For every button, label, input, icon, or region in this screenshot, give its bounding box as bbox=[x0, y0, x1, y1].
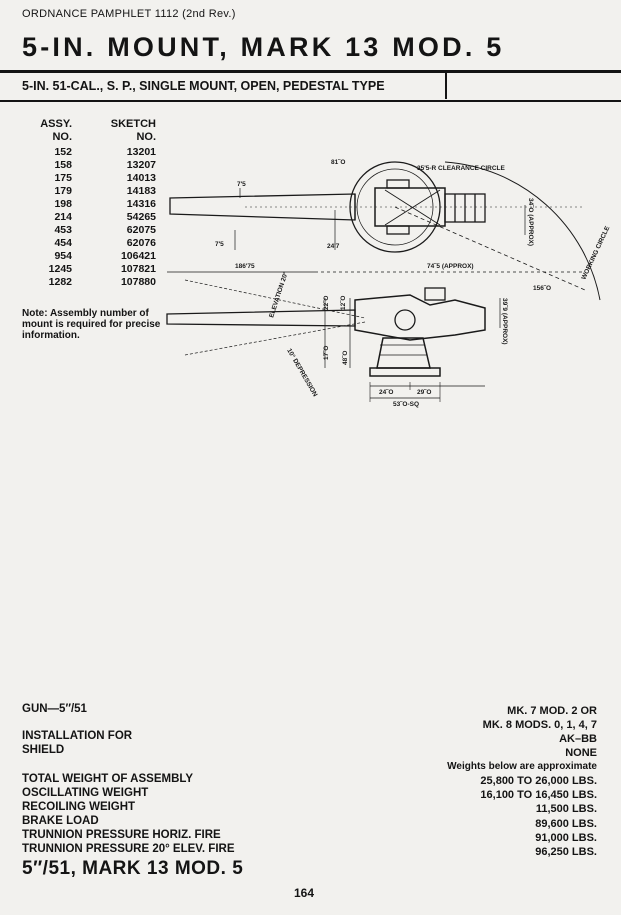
subtitle-rule bbox=[0, 100, 621, 102]
gun-value-2: MK. 8 MODS. 0, 1, 4, 7 bbox=[482, 719, 597, 731]
sketch-number: 54265 bbox=[126, 211, 156, 223]
label-working-circle: WORKING CIRCLE bbox=[580, 225, 610, 281]
weight-value: 11,500 LBS. bbox=[535, 803, 597, 815]
sketch-number: 13201 bbox=[126, 146, 156, 158]
table-row: 453 62075 bbox=[22, 224, 156, 237]
label-186: 186'75 bbox=[235, 263, 255, 270]
sketch-number: 107880 bbox=[120, 276, 156, 288]
weights-note: Weights below are approximate bbox=[447, 761, 597, 772]
label-39: 39˝9 (APPROX) bbox=[501, 298, 508, 345]
label-156: 156˝O bbox=[533, 285, 551, 292]
assy-number: 1282 bbox=[48, 276, 72, 288]
weight-label: TRUNNION PRESSURE 20° ELEV. FIRE bbox=[22, 843, 235, 855]
label-29: 29˝O bbox=[417, 389, 431, 396]
label-circle-81: 81˝O bbox=[331, 159, 345, 166]
weight-value: 91,000 LBS. bbox=[535, 832, 597, 844]
table-row: 175 14013 bbox=[22, 172, 156, 185]
sketch-header: SKETCH bbox=[110, 118, 156, 130]
sketch-number: 106421 bbox=[120, 250, 156, 262]
clearance-circle-arc bbox=[444, 161, 601, 301]
barrel-side-view bbox=[166, 309, 356, 327]
sketch-number: 14316 bbox=[126, 198, 156, 210]
pamphlet-reference: ORDNANCE PAMPHLET 1112 (2nd Rev.) bbox=[22, 8, 236, 20]
sketch-number: 14183 bbox=[126, 185, 156, 197]
assy-number: 214 bbox=[54, 211, 72, 223]
installation-label: INSTALLATION FOR bbox=[22, 730, 133, 742]
label-7-5-left: 7'5 bbox=[215, 241, 224, 248]
label-22: 22˝O bbox=[323, 296, 330, 310]
page-title: 5-IN. MOUNT, MARK 13 MOD. 5 bbox=[22, 32, 505, 62]
sketch-number: 62076 bbox=[126, 237, 156, 249]
table-row: 954 106421 bbox=[22, 250, 156, 263]
label-48: 48˝O bbox=[342, 351, 349, 365]
label-17: 17˝O bbox=[323, 346, 330, 360]
assy-number: 175 bbox=[54, 172, 72, 184]
assy-number: 453 bbox=[54, 224, 72, 236]
shield-label: SHIELD bbox=[22, 744, 65, 756]
sketch-number: 13207 bbox=[126, 159, 156, 171]
table-row: 198 14316 bbox=[22, 198, 156, 211]
shield-value: NONE bbox=[565, 747, 597, 759]
assy-number: 1245 bbox=[48, 263, 72, 275]
assy-number: 198 bbox=[54, 198, 72, 210]
barrel-top-view bbox=[169, 193, 356, 221]
page-subtitle: 5-IN. 51-CAL., S. P., SINGLE MOUNT, OPEN… bbox=[22, 79, 385, 93]
table-row: 1245 107821 bbox=[22, 263, 156, 276]
assy-number: 179 bbox=[54, 185, 72, 197]
base-plate bbox=[369, 367, 441, 377]
assembly-note: Note: Assembly number of mount is requir… bbox=[22, 308, 161, 341]
label-7-5-top: 7'5 bbox=[237, 181, 246, 188]
table-row: 179 14183 bbox=[22, 185, 156, 198]
mount-drawing: 81˝O 35'5-R CLEARANCE CIRCLE 7'5 7'5 24'… bbox=[166, 159, 610, 408]
installation-value: AK–BB bbox=[559, 733, 597, 745]
subtitle-box bbox=[15, 73, 447, 99]
label-74: 74˝5 (APPROX) bbox=[427, 263, 474, 270]
table-row: 152 13201 bbox=[22, 146, 156, 159]
table-row: 454 62076 bbox=[22, 237, 156, 250]
weight-label: RECOILING WEIGHT bbox=[22, 801, 136, 813]
label-34: 34˝O (APPROX) bbox=[527, 198, 534, 246]
weight-value: 89,600 LBS. bbox=[535, 818, 597, 830]
title-rule bbox=[0, 70, 621, 73]
gun-label: GUN—5″/51 bbox=[22, 703, 87, 715]
sketch-number: 14013 bbox=[126, 172, 156, 184]
weight-label: TRUNNION PRESSURE HORIZ. FIRE bbox=[22, 829, 221, 841]
assy-number: 454 bbox=[54, 237, 72, 249]
breech-side-view bbox=[354, 294, 486, 341]
weight-label: BRAKE LOAD bbox=[22, 815, 99, 827]
weight-label: TOTAL WEIGHT OF ASSEMBLY bbox=[22, 773, 194, 785]
label-53: 53˝O-SQ bbox=[393, 401, 419, 408]
gun-value-1: MK. 7 MOD. 2 OR bbox=[507, 705, 597, 717]
weight-value: 16,100 TO 16,450 LBS. bbox=[480, 789, 597, 801]
table-row: 158 13207 bbox=[22, 159, 156, 172]
assy-number: 152 bbox=[54, 146, 72, 158]
table-row: 214 54265 bbox=[22, 211, 156, 224]
label-clearance: 35'5-R CLEARANCE CIRCLE bbox=[417, 165, 506, 172]
assy-number: 158 bbox=[54, 159, 72, 171]
assy-header: ASSY. bbox=[40, 118, 72, 130]
weight-value: 25,800 TO 26,000 LBS. bbox=[480, 775, 597, 787]
assy-number: 954 bbox=[54, 250, 72, 262]
weight-value: 96,250 LBS. bbox=[535, 846, 597, 858]
page-number: 164 bbox=[294, 886, 315, 900]
table-row: 1282 107880 bbox=[22, 276, 156, 289]
assy-no-header: NO. bbox=[52, 131, 72, 143]
sketch-no-header: NO. bbox=[136, 131, 156, 143]
show-through bbox=[120, 360, 600, 660]
label-24b: 24˝O bbox=[379, 389, 393, 396]
sketch-number: 107821 bbox=[120, 263, 156, 275]
bottom-title: 5″/51, MARK 13 MOD. 5 bbox=[22, 858, 244, 879]
table-header-row-2: NO. NO. bbox=[22, 131, 156, 144]
label-12: 12˝O bbox=[340, 296, 347, 310]
sketch-number: 62075 bbox=[126, 224, 156, 236]
table-header-row-1: ASSY. SKETCH bbox=[22, 118, 156, 131]
weight-label: OSCILLATING WEIGHT bbox=[22, 787, 149, 799]
label-24-7: 24'7 bbox=[327, 243, 340, 250]
assembly-table: ASSY. SKETCH NO. NO. 152 13201 158 13207 1… bbox=[22, 118, 156, 289]
